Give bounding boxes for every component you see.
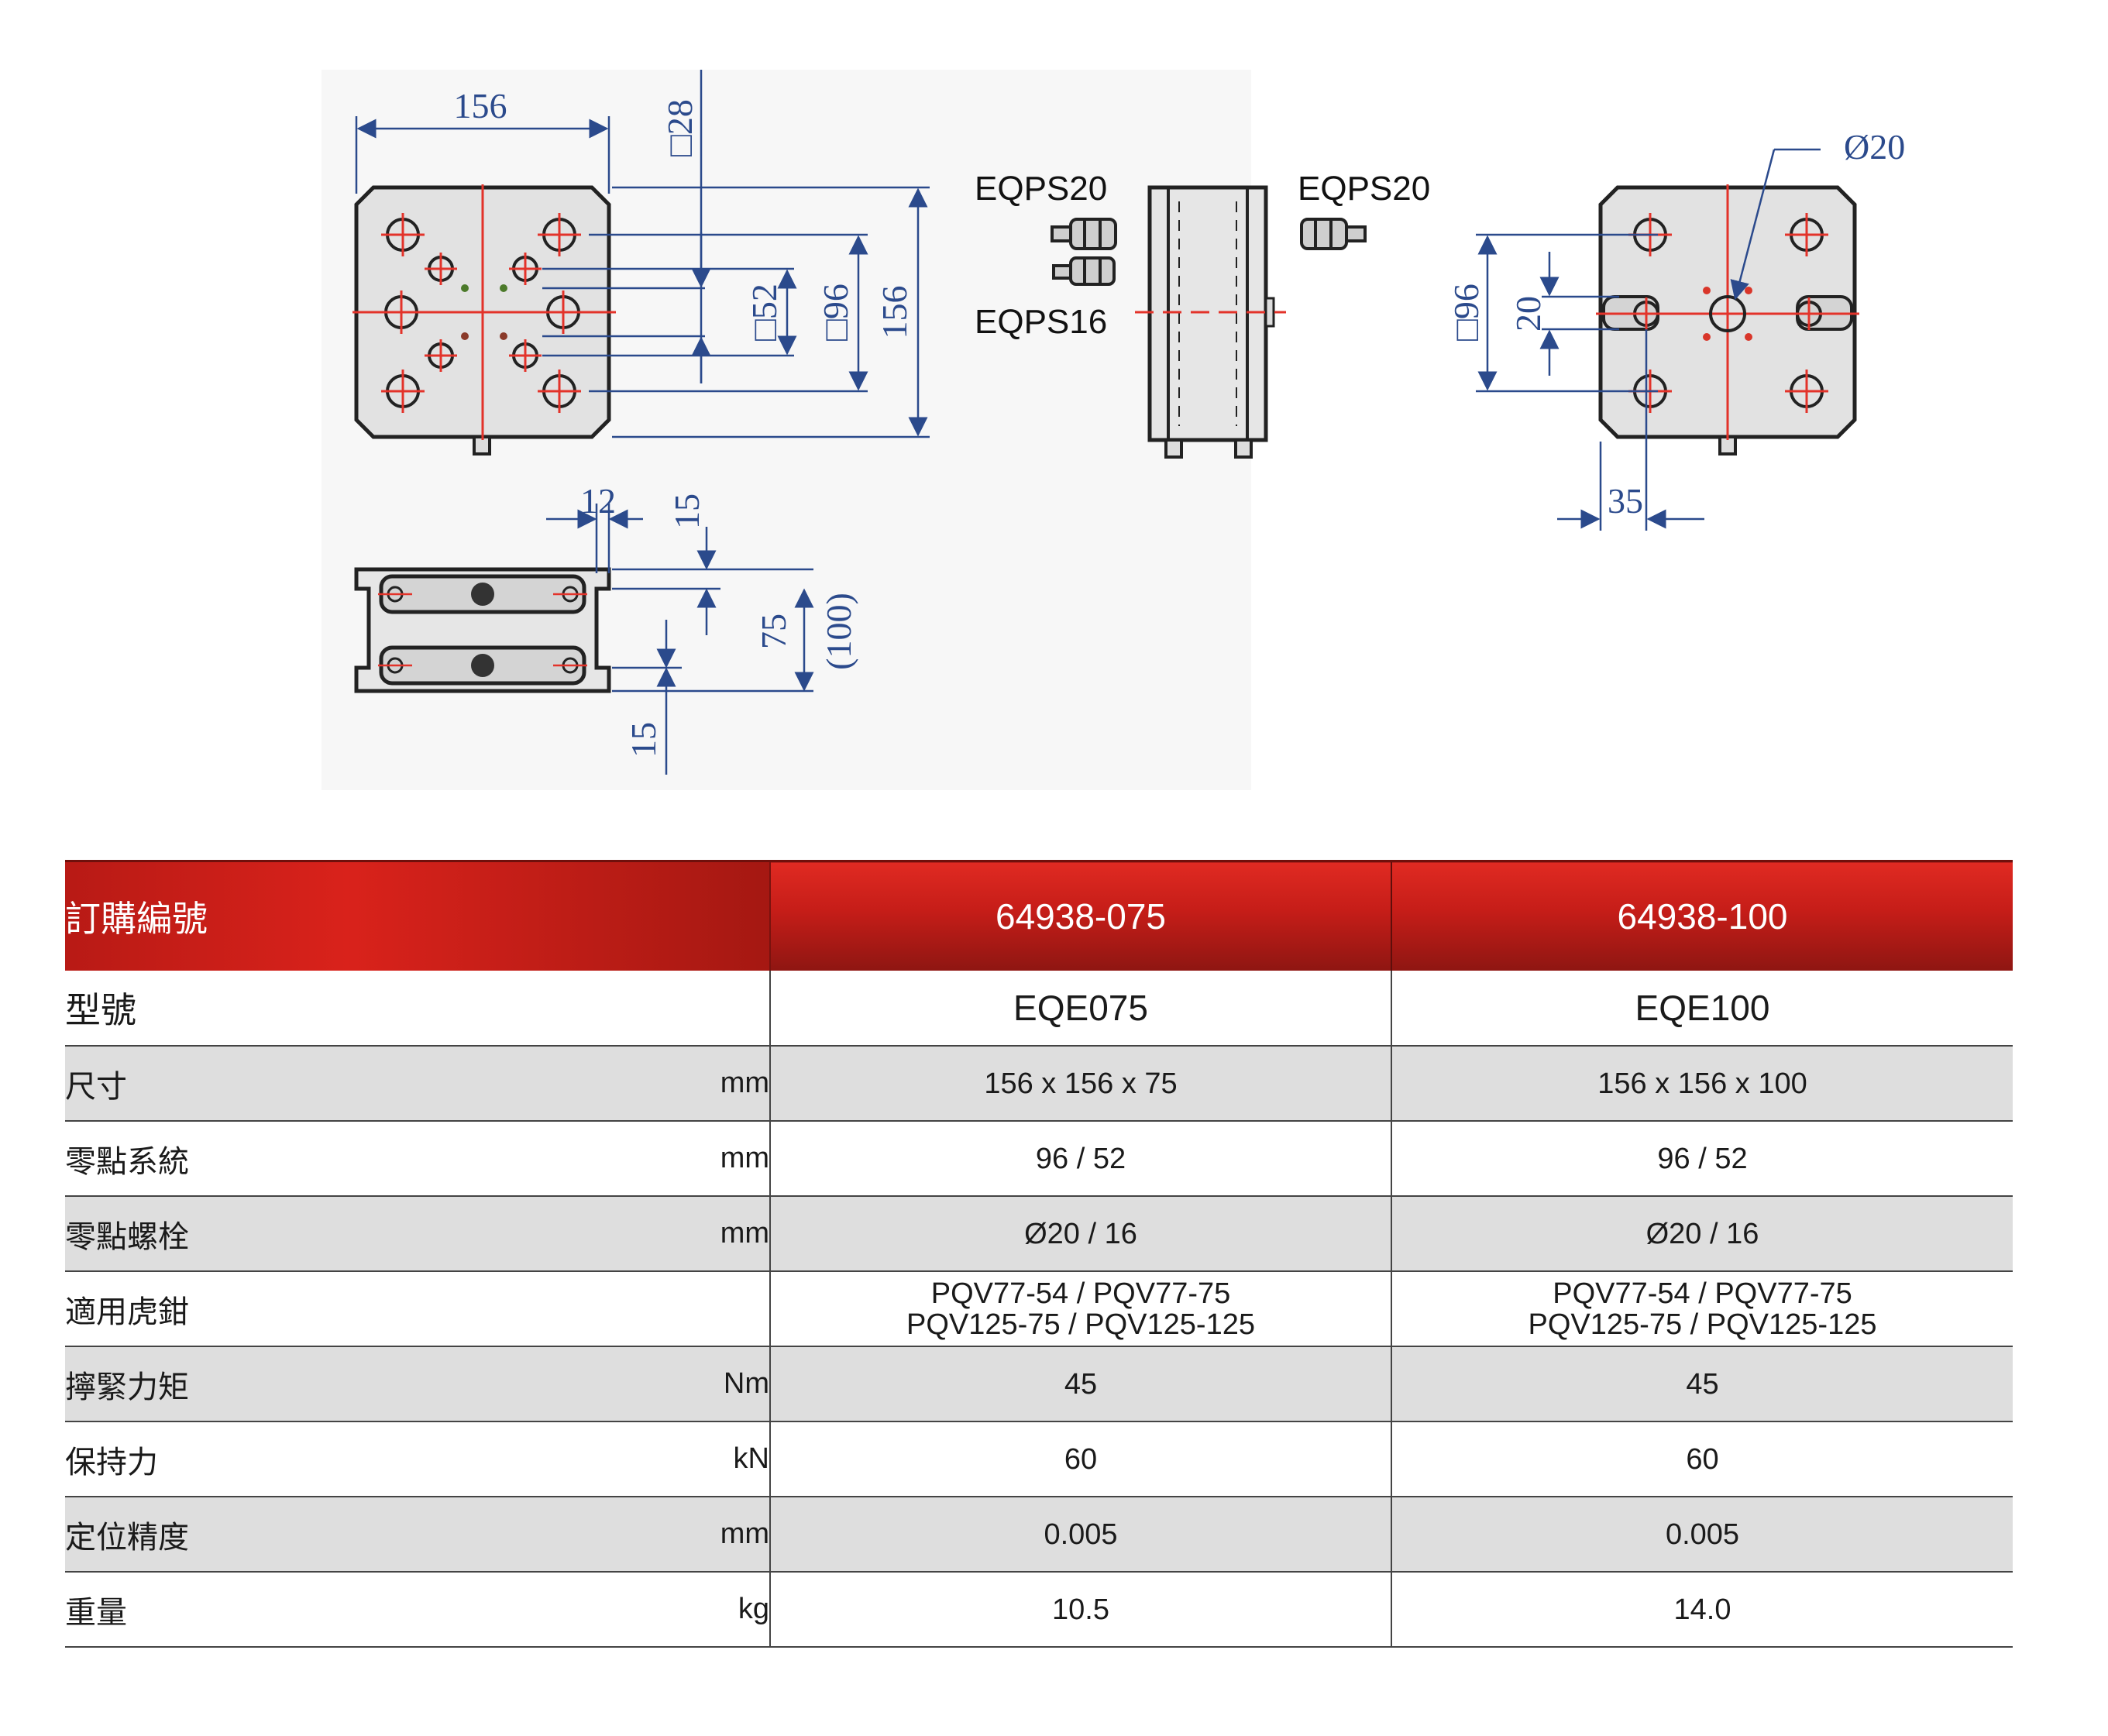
label-eqps20-right: EQPS20 <box>1298 170 1430 208</box>
row-unit: kN <box>669 1421 770 1497</box>
model-label: 型號 <box>65 971 770 1047</box>
dim-bottom-offset: 35 <box>1608 481 1643 521</box>
dim-bottom-pitch: □96 <box>1446 284 1486 341</box>
row-unit <box>669 1271 770 1347</box>
front-view <box>1135 185 1286 459</box>
bottom-view-labels: Ø20 □96 20 35 <box>1446 127 1905 521</box>
dim-top-width: 156 <box>454 86 507 125</box>
row-label: 適用虎鉗 <box>65 1271 669 1347</box>
dim-side-d: (100) <box>819 593 858 670</box>
model-value-075: EQE075 <box>769 971 1391 1047</box>
row-label: 定位精度 <box>65 1497 669 1573</box>
pin-eqps20-right <box>1300 218 1367 250</box>
vise-line-1: PQV77-54 / PQV77-75 <box>930 1277 1231 1310</box>
row-unit: mm <box>669 1121 770 1197</box>
dim-top-inner: □52 <box>745 284 784 341</box>
vise-line-1: PQV77-54 / PQV77-75 <box>1553 1277 1852 1310</box>
model-value-100: EQE100 <box>1391 971 2013 1047</box>
table-row: 零點系統 mm 96 / 52 96 / 52 <box>65 1121 2013 1197</box>
row-value-100: 96 / 52 <box>1391 1121 2013 1197</box>
pin-eqps16 <box>1052 256 1116 286</box>
pin-eqps20-left <box>1051 218 1117 250</box>
table-row: 重量 kg 10.5 14.0 <box>65 1572 2013 1648</box>
row-value-075: 0.005 <box>769 1497 1391 1573</box>
front-view-labels: EQPS20 EQPS16 EQPS20 <box>975 170 1430 341</box>
bottom-view <box>1596 184 1859 455</box>
spec-table: 訂購編號 64938-075 64938-100 型號 EQE075 EQE10… <box>65 860 2013 1648</box>
top-view <box>352 184 616 455</box>
row-value-075: Ø20 / 16 <box>769 1196 1391 1272</box>
row-unit: kg <box>669 1572 770 1648</box>
header-col-075: 64938-075 <box>769 860 1391 971</box>
table-row: 零點螺栓 mm Ø20 / 16 Ø20 / 16 <box>65 1196 2013 1272</box>
table-row: 適用虎鉗 PQV77-54 / PQV77-75 PQV125-75 / PQV… <box>65 1271 2013 1347</box>
row-label: 零點螺栓 <box>65 1196 669 1272</box>
dim-bottom-gap: 20 <box>1508 296 1548 332</box>
header-order-number-label: 訂購編號 <box>65 860 770 971</box>
row-value-075: PQV77-54 / PQV77-75 PQV125-75 / PQV125-1… <box>769 1271 1391 1347</box>
row-value-075: 156 x 156 x 75 <box>769 1046 1391 1122</box>
side-view <box>354 567 611 693</box>
header-col-100: 64938-100 <box>1391 860 2013 971</box>
side-view-dimensions <box>546 504 814 775</box>
row-value-100: 14.0 <box>1391 1572 2013 1648</box>
vise-line-2: PQV125-75 / PQV125-125 <box>906 1308 1255 1341</box>
dim-side-a: 12 <box>580 481 616 521</box>
table-row: 擰緊力矩 Nm 45 45 <box>65 1346 2013 1422</box>
bottom-view-dimensions <box>1476 148 1821 531</box>
dim-top-slot: □28 <box>660 99 700 156</box>
row-value-100: PQV77-54 / PQV77-75 PQV125-75 / PQV125-1… <box>1391 1271 2013 1347</box>
row-value-075: 10.5 <box>769 1572 1391 1648</box>
row-value-075: 45 <box>769 1346 1391 1422</box>
model-row: 型號 EQE075 EQE100 <box>65 971 2013 1047</box>
row-unit: Nm <box>669 1346 770 1422</box>
top-view-labels: 156 □28 □52 □96 156 <box>454 86 915 341</box>
row-value-075: 60 <box>769 1421 1391 1497</box>
row-value-100: 0.005 <box>1391 1497 2013 1573</box>
row-value-100: 156 x 156 x 100 <box>1391 1046 2013 1122</box>
dim-top-mid: □96 <box>816 284 855 341</box>
row-value-100: 45 <box>1391 1346 2013 1422</box>
dim-bottom-dia: Ø20 <box>1844 127 1905 167</box>
top-view-dimensions <box>355 70 930 438</box>
row-unit: mm <box>669 1497 770 1573</box>
table-row: 定位精度 mm 0.005 0.005 <box>65 1497 2013 1573</box>
label-eqps20-left: EQPS20 <box>975 170 1107 208</box>
side-view-labels: 12 15 75 (100) 15 <box>580 481 858 758</box>
row-unit: mm <box>669 1196 770 1272</box>
row-label: 保持力 <box>65 1421 669 1497</box>
table-header-row: 訂購編號 64938-075 64938-100 <box>65 860 2013 971</box>
table-row: 保持力 kN 60 60 <box>65 1421 2013 1497</box>
row-value-100: Ø20 / 16 <box>1391 1196 2013 1272</box>
vise-line-2: PQV125-75 / PQV125-125 <box>1528 1308 1877 1341</box>
dim-side-c: 75 <box>754 614 793 649</box>
row-unit: mm <box>669 1046 770 1122</box>
table-row: 尺寸 mm 156 x 156 x 75 156 x 156 x 100 <box>65 1046 2013 1122</box>
row-label: 零點系統 <box>65 1121 669 1197</box>
row-label: 重量 <box>65 1572 669 1648</box>
dim-top-height: 156 <box>875 286 914 339</box>
row-label: 尺寸 <box>65 1046 669 1122</box>
dim-side-e: 15 <box>624 722 663 758</box>
row-value-075: 96 / 52 <box>769 1121 1391 1197</box>
row-label: 擰緊力矩 <box>65 1346 669 1422</box>
label-eqps16: EQPS16 <box>975 303 1107 341</box>
row-value-100: 60 <box>1391 1421 2013 1497</box>
dim-side-b: 15 <box>667 493 707 529</box>
technical-drawing: 156 □28 □52 □96 156 12 1 <box>322 70 1905 790</box>
